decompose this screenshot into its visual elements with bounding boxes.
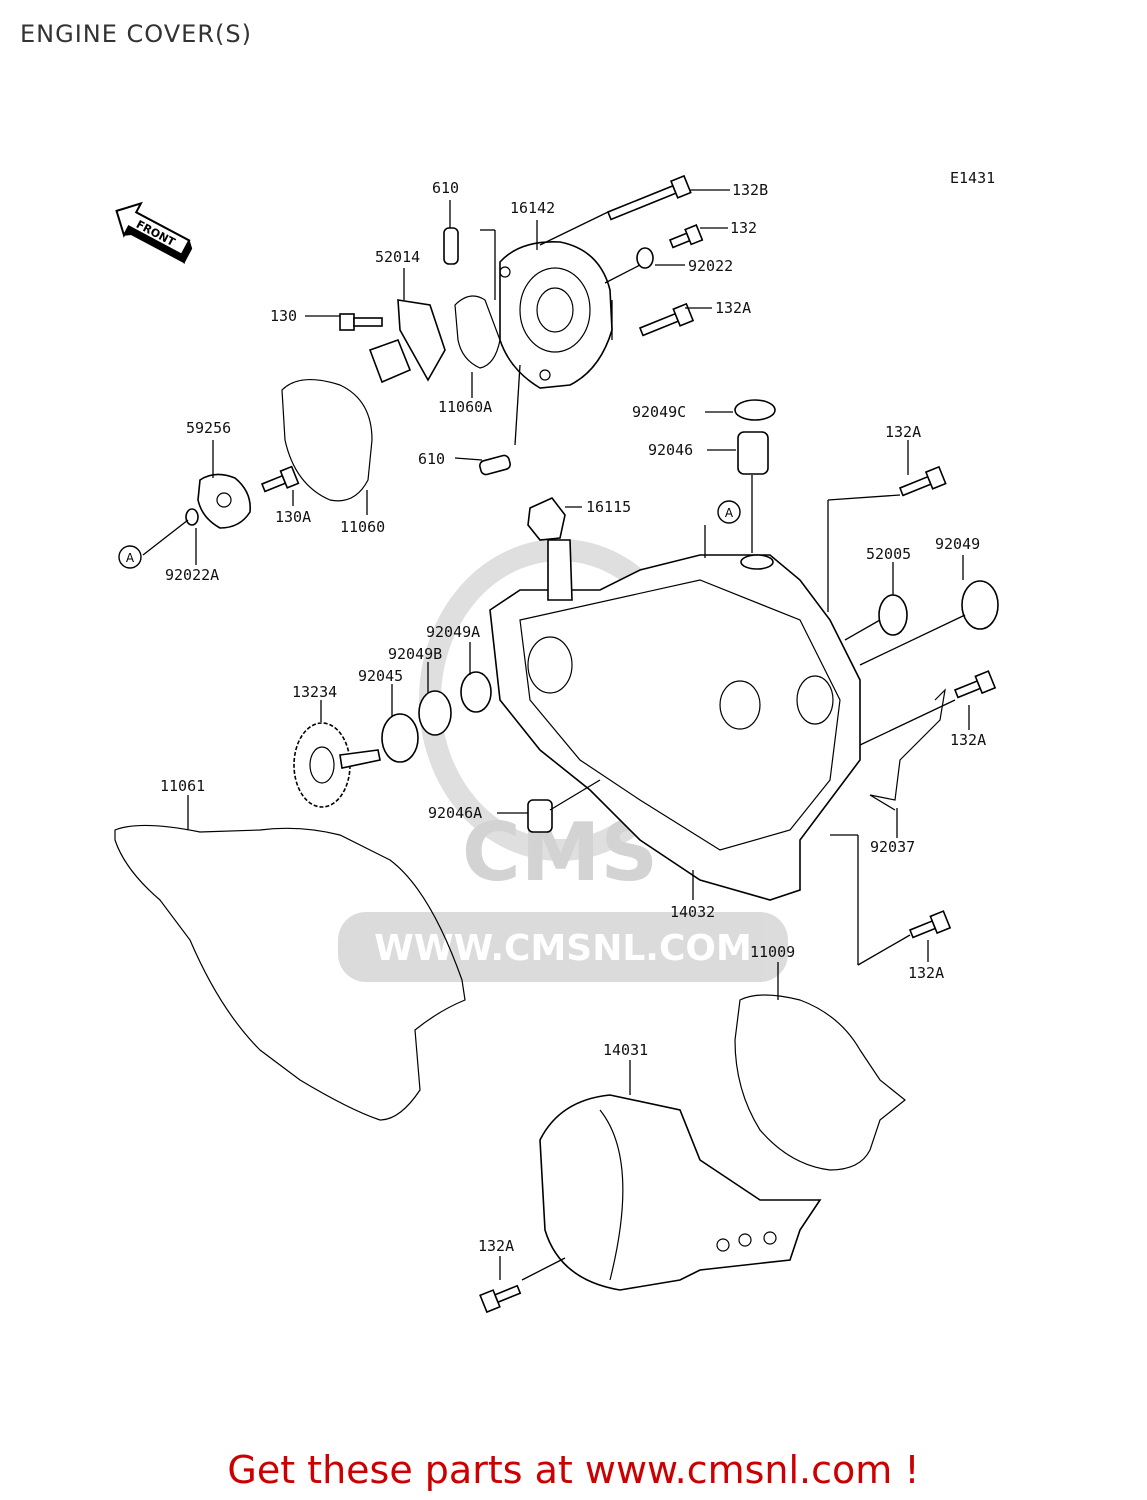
- part-labels: 610 16142 132B 132 92022 132A 52014 130 …: [160, 179, 986, 1255]
- label-11060: 11060: [340, 518, 385, 536]
- bolt-130: [339, 313, 383, 331]
- label-13234: 13234: [292, 683, 337, 701]
- label-92046a: 92046A: [428, 804, 482, 822]
- oil-seal-92049c: [734, 399, 776, 421]
- label-11009: 11009: [750, 943, 795, 961]
- oil-seal-92049b: [418, 690, 452, 736]
- label-92037: 92037: [870, 838, 915, 856]
- callout-a-right: A: [717, 500, 741, 524]
- label-92049: 92049: [935, 535, 980, 553]
- pump-gear: [293, 722, 381, 808]
- water-pipe: [368, 299, 446, 384]
- label-92049b: 92049B: [388, 645, 442, 663]
- oil-seal-92049: [961, 580, 999, 630]
- label-92049c: 92049C: [632, 403, 686, 421]
- svg-text:A: A: [725, 506, 734, 520]
- label-52005: 52005: [866, 545, 911, 563]
- svg-text:A: A: [126, 551, 135, 565]
- gasket-11060a: [454, 295, 501, 369]
- oil-seal-92049a: [460, 671, 492, 713]
- label-92046: 92046: [648, 441, 693, 459]
- gasket-11060: [281, 378, 373, 502]
- label-52014: 52014: [375, 248, 420, 266]
- bolt-130a: [260, 465, 300, 493]
- promo-link[interactable]: Get these parts at www.cmsnl.com !: [227, 1448, 920, 1492]
- bolt-132a-r2: [953, 670, 997, 699]
- ref-code: E1431: [950, 169, 995, 187]
- water-pump-cover: [499, 241, 613, 389]
- magneto-cover: [539, 1094, 822, 1291]
- label-92022: 92022: [688, 257, 733, 275]
- label-132b: 132B: [732, 181, 768, 199]
- label-132a-top: 132A: [715, 299, 751, 317]
- washer-92022: [636, 247, 654, 269]
- watermark-url-band: [338, 912, 788, 982]
- label-132a-r3: 132A: [908, 964, 944, 982]
- callout-a-left: A: [118, 545, 142, 569]
- label-92045: 92045: [358, 667, 403, 685]
- bearing-92045: [381, 713, 419, 763]
- bolt-132: [668, 224, 704, 249]
- washer-92022a: [185, 508, 199, 526]
- label-132a-r1: 132A: [885, 423, 921, 441]
- page-title: ENGINE COVER(S): [20, 20, 252, 48]
- label-130: 130: [270, 307, 297, 325]
- collar-92046a: [527, 799, 553, 833]
- label-92022a: 92022A: [165, 566, 219, 584]
- water-hose-fitting: [527, 497, 566, 541]
- bolt-132a-r1: [898, 465, 947, 497]
- gasket-11009: [734, 994, 906, 1171]
- bearing-52005: [878, 594, 908, 636]
- bolt-132a-r3: [908, 910, 952, 939]
- label-14032: 14032: [670, 903, 715, 921]
- bolts: [260, 174, 997, 1314]
- label-92049a: 92049A: [426, 623, 480, 641]
- label-16142: 16142: [510, 199, 555, 217]
- bolt-132b: [606, 174, 692, 221]
- dowel-pin-top: [443, 227, 459, 265]
- collar-92046: [737, 431, 769, 475]
- front-direction-arrow: FRONT: [115, 201, 193, 264]
- leader-lines: [142, 189, 970, 1281]
- clamp-wire: [869, 688, 946, 811]
- bolt-132a-top: [638, 302, 695, 337]
- label-132a-r2: 132A: [950, 731, 986, 749]
- label-610-bottom: 610: [418, 450, 445, 468]
- gasket-11061: [114, 824, 466, 1121]
- bolt-132a-bot: [479, 1284, 522, 1314]
- label-16115: 16115: [586, 498, 631, 516]
- dowel-pin-bottom: [479, 454, 511, 476]
- label-14031: 14031: [603, 1041, 648, 1059]
- label-130a: 130A: [275, 508, 311, 526]
- label-132a-bottom: 132A: [478, 1237, 514, 1255]
- impeller: [197, 473, 252, 529]
- label-610-top: 610: [432, 179, 459, 197]
- label-11060a: 11060A: [438, 398, 492, 416]
- clutch-cover: [489, 539, 861, 901]
- label-132: 132: [730, 219, 757, 237]
- label-59256: 59256: [186, 419, 231, 437]
- watermark-url-text: WWW.CMSNL.COM: [374, 928, 752, 969]
- label-11061: 11061: [160, 777, 205, 795]
